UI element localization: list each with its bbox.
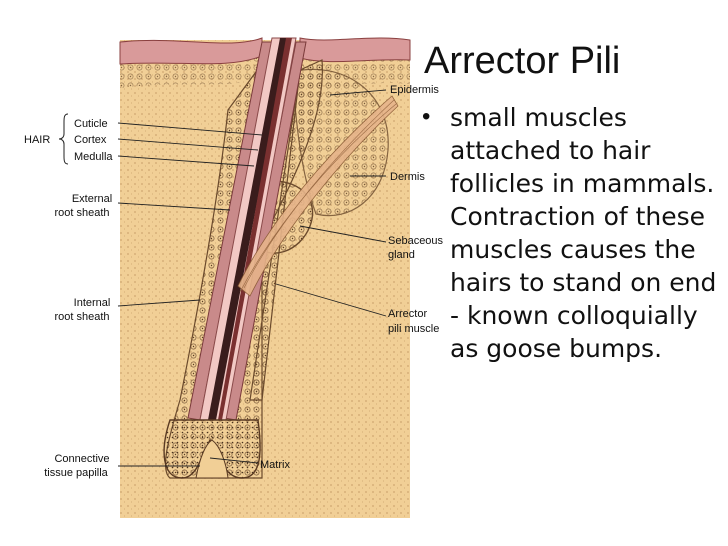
bullet-icon: •	[422, 103, 431, 130]
label-external-root-sheath-2: root sheath	[54, 207, 109, 219]
label-external-root-sheath-1: External	[72, 193, 112, 205]
leader-epidermis	[329, 89, 387, 96]
label-hair: HAIR	[24, 134, 50, 146]
label-cuticle: Cuticle	[74, 118, 108, 130]
label-medulla: Medulla	[74, 151, 113, 163]
label-cortex: Cortex	[74, 134, 107, 146]
arrector-pili-fibers	[239, 99, 397, 293]
label-connective-tissue-2: tissue papilla	[44, 467, 108, 479]
label-internal-root-sheath-2: root sheath	[54, 311, 109, 323]
leader-external-root-sheath	[117, 202, 231, 211]
leader-medulla	[117, 155, 255, 167]
label-arrector-pili-2: pili muscle	[388, 323, 439, 335]
leader-sebaceous-gland	[299, 225, 387, 243]
epidermis-layer-right	[299, 37, 411, 63]
bullet-text: small muscles attached to hair follicles…	[450, 103, 717, 363]
epidermis-cells	[120, 56, 262, 88]
label-internal-root-sheath-1: Internal	[74, 297, 111, 309]
label-arrector-pili-1: Arrector	[388, 308, 427, 320]
label-matrix: Matrix	[260, 459, 290, 471]
leader-arrector-pili	[275, 283, 387, 317]
leader-internal-root-sheath	[117, 299, 201, 307]
connective-tissue-papilla	[195, 439, 229, 479]
slide-title: Arrector Pili	[424, 40, 621, 82]
label-sebaceous-gland-2: gland	[388, 249, 415, 261]
leader-matrix	[209, 457, 259, 464]
leader-cuticle	[117, 122, 263, 136]
label-epidermis: Epidermis	[390, 84, 439, 96]
arrector-pili-muscle	[237, 95, 399, 297]
hair-brace	[58, 113, 69, 165]
leader-cortex	[117, 138, 259, 151]
hair-medulla	[208, 38, 288, 420]
label-sebaceous-gland-1: Sebaceous	[388, 235, 444, 247]
hair-inner-line	[218, 38, 292, 420]
hair-bulb	[163, 419, 261, 479]
label-connective-tissue-1: Connective	[54, 453, 109, 465]
label-dermis: Dermis	[390, 171, 425, 183]
